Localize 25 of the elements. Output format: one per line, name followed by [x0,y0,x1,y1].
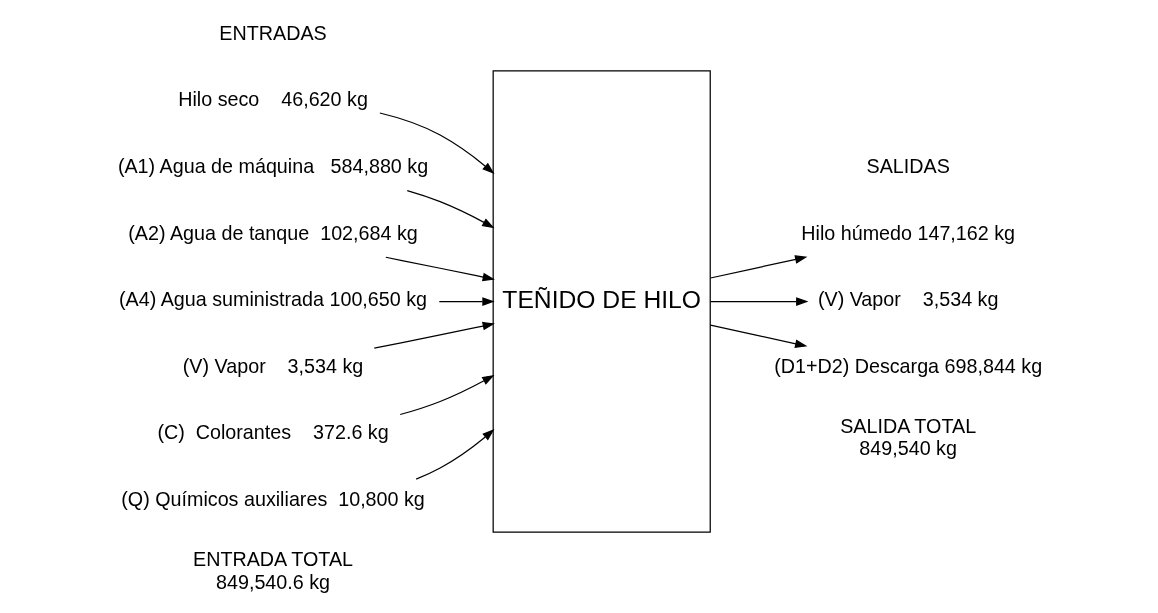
arrow [406,190,494,229]
arrow [399,374,494,416]
node-text: (C) Colorantes 372.6 kg [156,421,389,444]
node-text: (A1) Agua de máquina 584,880 kg [117,155,428,178]
arrow [709,297,808,306]
label: SALIDAS [866,155,950,178]
arrow [415,429,494,480]
label: ENTRADAS [218,21,327,44]
node-text: (D1+D2) Descarga 698,844 kg [773,354,1042,377]
node-text: (V) Vapor 3,534 kg [182,354,363,377]
arrow [438,297,495,306]
node-text: (Q) Químicos auxiliares 10,800 kg [120,488,425,511]
arrow [373,321,495,349]
arrow [384,256,495,282]
arrow [378,112,495,174]
node-text: (V) Vapor 3,534 kg [817,288,998,311]
label: SALIDA TOTAL 849,540 kg [839,415,976,460]
arrow [709,255,807,279]
label: ENTRADA TOTAL 849,540.6 kg [192,548,353,593]
node-text: (A4) Agua suministrada 100,650 kg [118,288,427,311]
arrow [709,324,807,348]
node-text: (A2) Agua de tanque 102,684 kg [127,221,418,244]
node-box: TEÑIDO DE HILO [492,70,711,533]
node-text: Hilo seco 46,620 kg [177,88,368,111]
node-text: Hilo húmedo 147,162 kg [800,221,1015,244]
